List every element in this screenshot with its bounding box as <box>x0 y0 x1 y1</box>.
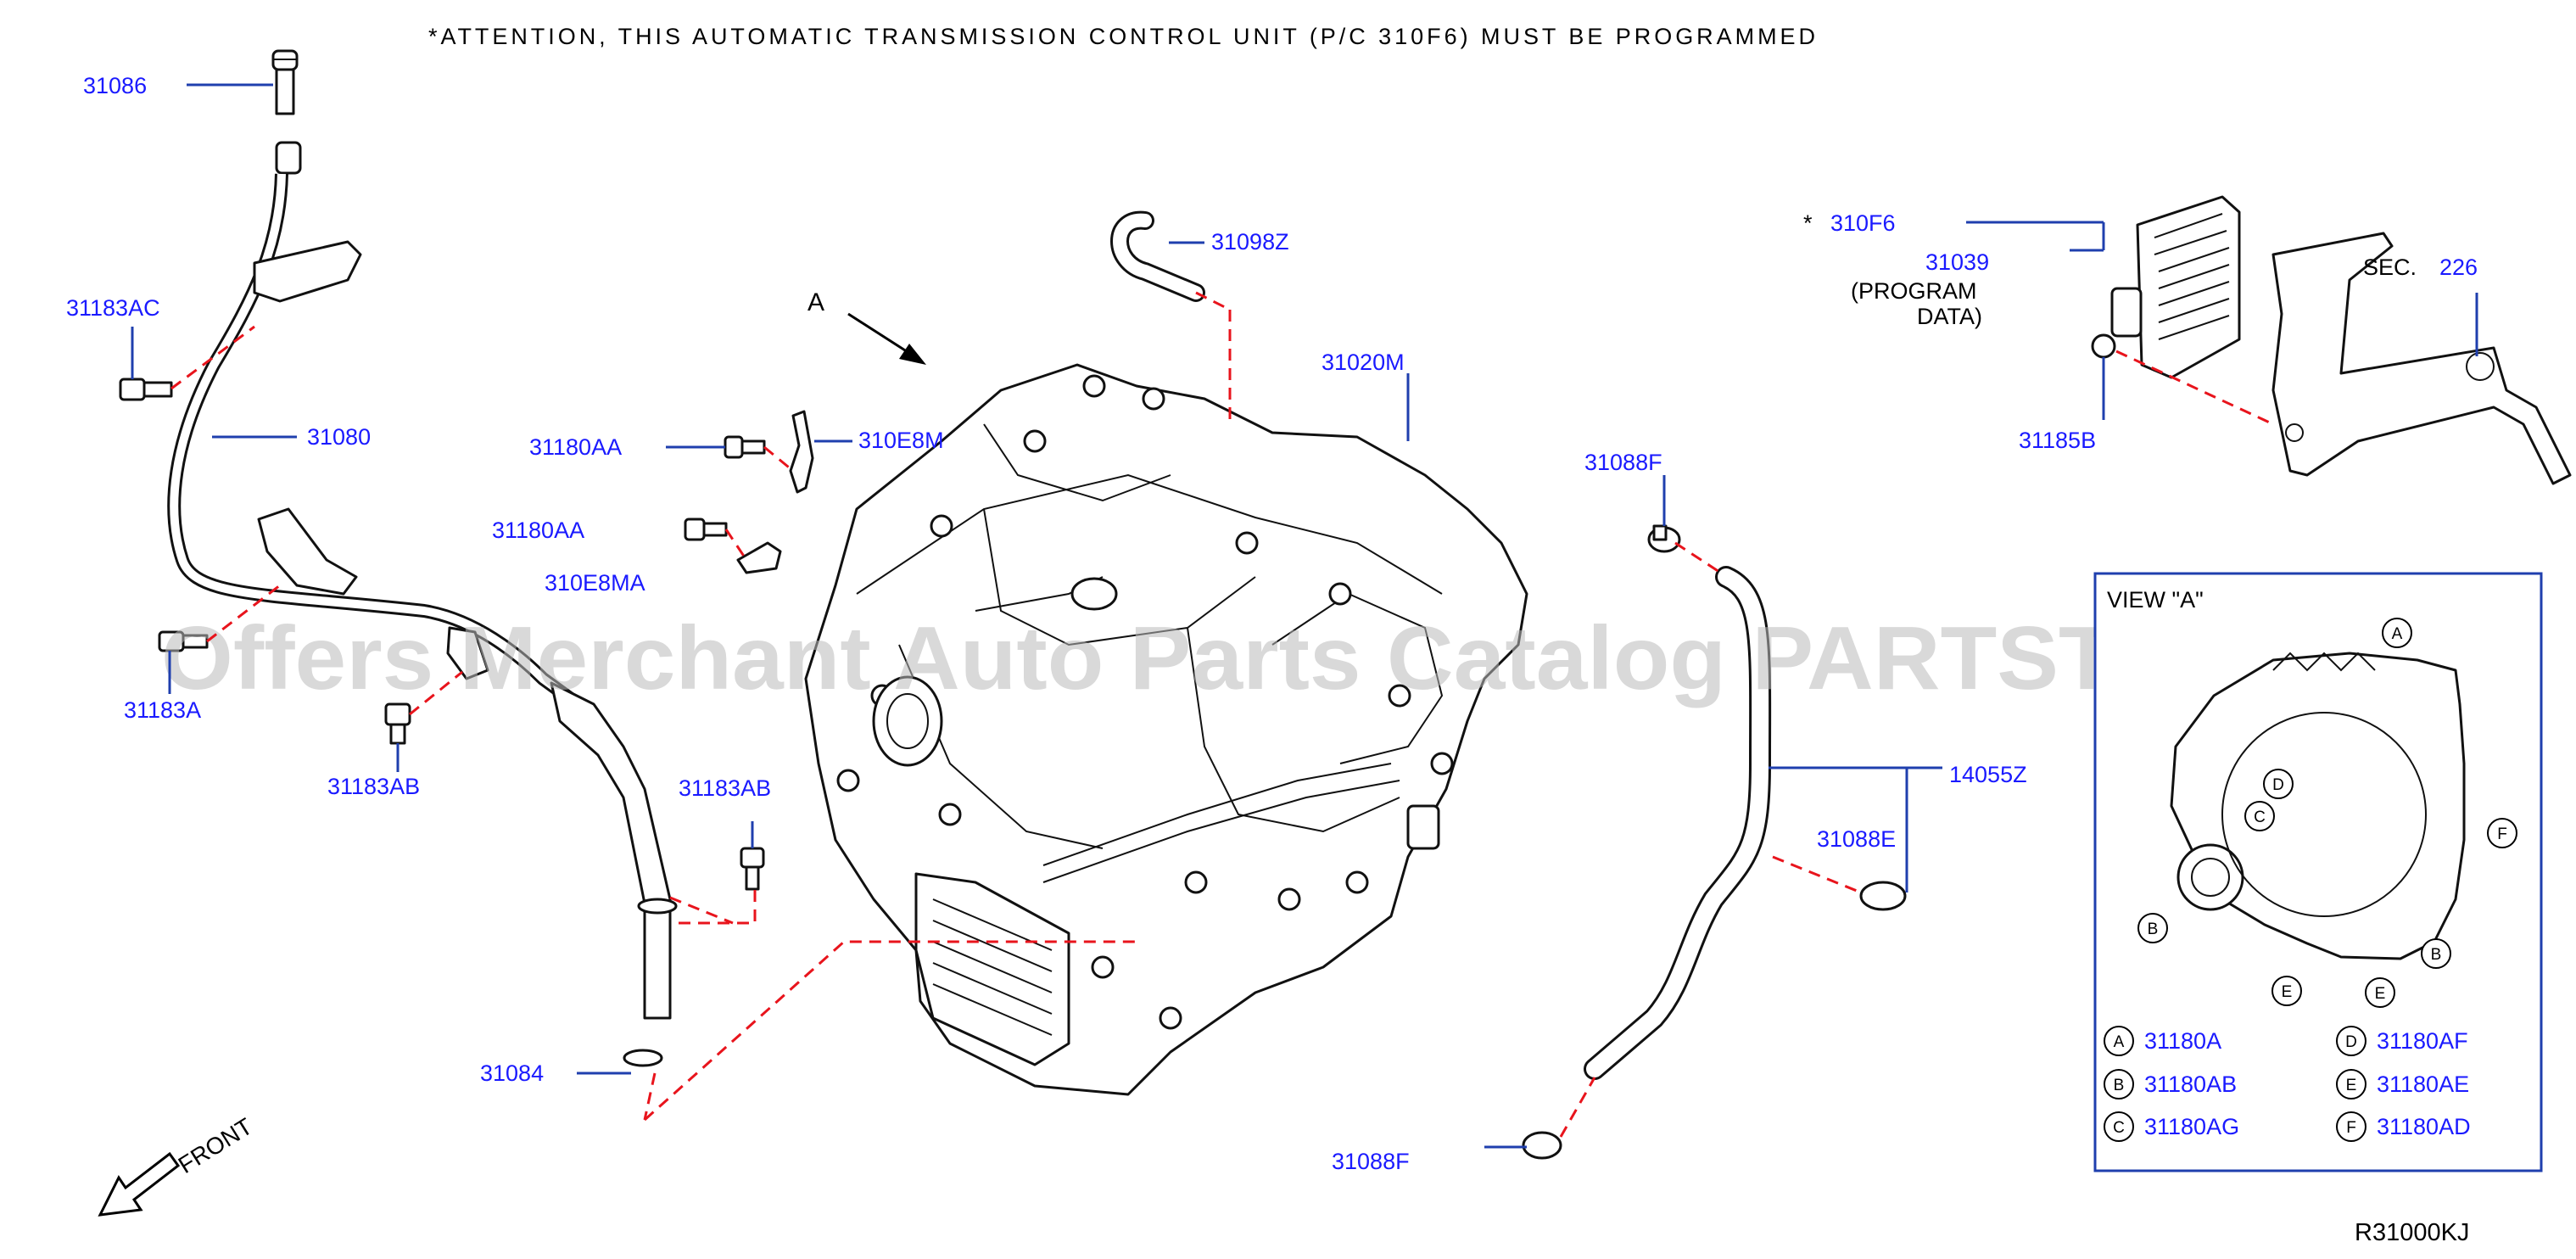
part-label-14055Z: 14055Z <box>1949 762 2027 787</box>
dipstick-tube-31080-illustration <box>167 141 594 719</box>
part-label-31088F-1: 31088F <box>1584 450 1662 475</box>
bolt-31180AA-2-illustration <box>684 518 728 541</box>
svg-text:31180AB: 31180AB <box>2144 1072 2237 1097</box>
part-label-310F6-star: * <box>1803 210 1813 236</box>
clamp-31088F-1-illustration <box>1647 524 1681 553</box>
bolt-31183AC-illustration <box>119 378 173 401</box>
clamp-31088E-illustration <box>1859 881 1907 911</box>
bolt-31183A-illustration <box>158 630 209 652</box>
part-label-31098Z: 31098Z <box>1211 229 1289 255</box>
view-a-arrow-label: A <box>807 288 824 316</box>
view-a-marker-A: A <box>2382 618 2412 648</box>
svg-text:E: E <box>2375 985 2386 1003</box>
part-label-31185B: 31185B <box>2019 428 2096 453</box>
sec-label: SEC. <box>2363 255 2417 280</box>
svg-text:F: F <box>2346 1119 2356 1137</box>
view-a-marker-E-left: E <box>2271 976 2302 1006</box>
bracket-sec-226-illustration <box>2271 232 2572 485</box>
svg-text:31180AE: 31180AE <box>2377 1072 2469 1097</box>
svg-text:A: A <box>2392 625 2403 643</box>
svg-text:C: C <box>2254 809 2266 826</box>
svg-text:F: F <box>2497 825 2507 843</box>
attention-note: *ATTENTION, THIS AUTOMATIC TRANSMISSION … <box>428 24 1815 49</box>
clamp-31088F-2-illustration <box>1522 1131 1562 1160</box>
bracket-310E8M-illustration <box>789 410 814 494</box>
sec-number: 226 <box>2439 255 2478 280</box>
part-label-31084: 31084 <box>480 1060 544 1086</box>
charging-pipe-assembly <box>119 49 765 1067</box>
part-labels: 31086 31183AC 31080 31183A 31183AB 31183… <box>66 73 2478 1174</box>
view-a-marker-C: C <box>2244 801 2275 831</box>
svg-text:B: B <box>2114 1077 2125 1094</box>
svg-text:E: E <box>2282 983 2293 1001</box>
legend-item-E: E 31180AE <box>2336 1069 2469 1100</box>
view-a-inset: VIEW "A" A D C F B B <box>2093 572 2543 1172</box>
legend-item-F: F 31180AD <box>2336 1111 2471 1142</box>
bracket-310E8MA-illustration <box>736 541 782 574</box>
view-a-marker-F: F <box>2487 818 2517 848</box>
view-a-title: VIEW "A" <box>2107 587 2204 613</box>
svg-text:B: B <box>2148 920 2159 938</box>
legend-item-A: A 31180A <box>2104 1026 2221 1056</box>
part-label-31183AB-1: 31183AB <box>327 774 420 799</box>
leader-lines <box>131 83 2478 1149</box>
view-a-arrow <box>847 312 926 365</box>
part-label-310F6: 310F6 <box>1830 210 1896 236</box>
bolt-31183AB-2-illustration <box>740 847 765 891</box>
bolt-31183AB-1-illustration <box>384 702 411 745</box>
bolt-31180AA-1-illustration <box>724 435 766 459</box>
dashed-connectors <box>170 291 2274 1138</box>
legend-item-B: B 31180AB <box>2104 1069 2237 1100</box>
part-label-31183AC: 31183AC <box>66 295 160 321</box>
cooler-hose-14055Z-illustration <box>1584 566 1772 1080</box>
control-unit-310F6-illustration <box>2091 195 2241 379</box>
part-label-31180AA-2: 31180AA <box>492 518 584 543</box>
part-label-310E8M: 310E8M <box>858 428 944 453</box>
svg-text:31180AG: 31180AG <box>2144 1114 2239 1139</box>
diagram-code: R31000KJ <box>2355 1219 2469 1246</box>
breather-hose-31098Z-illustration <box>1110 210 1205 302</box>
part-label-310E8MA: 310E8MA <box>545 570 645 596</box>
svg-text:31180AD: 31180AD <box>2377 1114 2471 1139</box>
part-label-31088E: 31088E <box>1817 826 1896 852</box>
view-a-marker-B-right: B <box>2421 938 2451 969</box>
watermark: Offers Merchant Auto Parts Catalog PARTS… <box>161 608 2468 708</box>
view-a-marker-B-left: B <box>2137 913 2168 943</box>
part-label-31020M: 31020M <box>1322 350 1405 375</box>
legend-item-C: C 31180AG <box>2104 1111 2239 1142</box>
part-label-31183A: 31183A <box>124 697 201 723</box>
part-label-31183AB-2: 31183AB <box>679 775 771 801</box>
svg-text:31180AF: 31180AF <box>2377 1028 2468 1054</box>
dipstick-lower-31084-illustration <box>550 681 678 1067</box>
view-a-marker-D: D <box>2263 769 2294 799</box>
part-label-31080: 31080 <box>307 424 371 450</box>
part-label-31088F-2: 31088F <box>1332 1149 1410 1174</box>
transmission-assembly-illustration <box>804 363 1528 1096</box>
part-label-31039: 31039 <box>1925 249 1989 275</box>
front-arrow-icon <box>98 1151 181 1217</box>
view-a-marker-E-right: E <box>2365 977 2395 1008</box>
svg-text:D: D <box>2345 1033 2357 1051</box>
view-a-legend: A 31180A B 31180AB C 31180AG D 31180AF E <box>2104 1026 2471 1142</box>
svg-text:D: D <box>2272 776 2284 794</box>
svg-text:31180A: 31180A <box>2144 1028 2221 1054</box>
part-label-31180AA-1: 31180AA <box>529 434 622 460</box>
cap-31086-illustration <box>271 49 299 115</box>
svg-text:B: B <box>2431 946 2442 964</box>
svg-text:A: A <box>2114 1033 2125 1051</box>
svg-text:E: E <box>2346 1077 2357 1094</box>
svg-text:C: C <box>2113 1119 2125 1137</box>
program-data-label-1: (PROGRAM <box>1851 278 1977 304</box>
part-label-31086: 31086 <box>83 73 147 98</box>
front-label: FRONT <box>174 1113 257 1178</box>
program-data-label-2: DATA) <box>1917 304 1982 329</box>
legend-item-D: D 31180AF <box>2336 1026 2468 1056</box>
